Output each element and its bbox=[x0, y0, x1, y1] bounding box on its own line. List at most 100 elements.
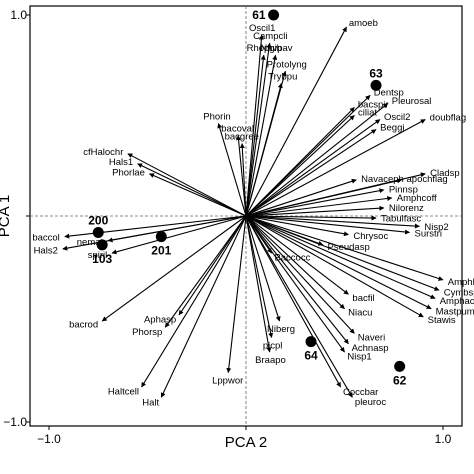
sample-point bbox=[394, 360, 406, 372]
sample-point bbox=[370, 79, 382, 91]
vector-arrow bbox=[245, 54, 278, 217]
vector-arrow bbox=[245, 103, 389, 217]
vector-label: doubflag bbox=[430, 113, 466, 124]
vector-arrow bbox=[245, 215, 377, 221]
vector-label: Achnasp bbox=[352, 343, 389, 354]
vector-arrow bbox=[245, 215, 353, 398]
y-tick-label: 1.0 bbox=[10, 8, 27, 22]
vector-label: Niberg bbox=[267, 324, 295, 335]
vector-arrow bbox=[245, 215, 444, 281]
vector-label: Halt bbox=[142, 397, 159, 408]
sample-point bbox=[92, 226, 104, 238]
vector-arrow bbox=[245, 215, 432, 310]
vector-label: Hals2 bbox=[34, 245, 58, 256]
vector-arrow bbox=[149, 173, 247, 217]
vector-label: ciliat bbox=[358, 108, 377, 119]
x-tick-label: −1.0 bbox=[37, 432, 61, 446]
vector-arrow bbox=[245, 188, 385, 217]
vector-label: bacfil bbox=[352, 293, 374, 304]
vector-label: Aphasp bbox=[144, 315, 176, 326]
vector-arrow bbox=[245, 129, 377, 217]
vector-label: baccol bbox=[32, 233, 59, 244]
x-axis-label: PCA 2 bbox=[225, 434, 268, 451]
vector-label: Pseudasp bbox=[328, 242, 370, 253]
vector-label: Mastpum bbox=[436, 306, 474, 317]
vector-label: Oscil2 bbox=[384, 112, 410, 123]
vector-label: Beggi bbox=[380, 122, 404, 133]
vector-arrow bbox=[245, 119, 426, 217]
vector-arrow bbox=[245, 215, 355, 334]
vector-label: bacoval bbox=[221, 124, 254, 135]
vector-label: bacgree bbox=[225, 132, 259, 143]
sample-label: 63 bbox=[369, 66, 383, 80]
vector-arrow bbox=[245, 215, 349, 345]
vector-label: apochflag bbox=[407, 174, 448, 185]
vector-arrow bbox=[245, 115, 355, 217]
vector-label: Amphhol bbox=[448, 277, 474, 288]
vector-label: Hals1 bbox=[109, 157, 133, 168]
vector-arrow bbox=[111, 215, 247, 255]
sample-label: 61 bbox=[252, 8, 266, 22]
vector-arrow bbox=[107, 215, 247, 243]
vector-arrow bbox=[245, 215, 345, 310]
vector-label: Cymbsp bbox=[444, 287, 474, 298]
y-tick-label: −1.0 bbox=[3, 415, 27, 429]
vector-label: pleuroc bbox=[355, 397, 386, 408]
sample-label: 64 bbox=[304, 349, 318, 363]
x-tick-label: 1.0 bbox=[435, 432, 452, 446]
sample-label: 201 bbox=[151, 244, 171, 258]
vector-label: picpl bbox=[263, 341, 283, 352]
vector-arrow bbox=[245, 215, 349, 237]
sample-point bbox=[155, 231, 167, 243]
vector-arrow bbox=[245, 34, 264, 217]
vector-arrow bbox=[101, 215, 247, 322]
vector-label: Niacu bbox=[348, 308, 372, 319]
vector-label: Naveri bbox=[358, 333, 385, 344]
sample-points: 61 63 200 201 103 64 62 bbox=[88, 8, 406, 387]
vector-arrow bbox=[245, 82, 283, 217]
sample-point bbox=[268, 9, 280, 21]
vector-label: Nilorenz bbox=[389, 203, 424, 214]
vector-arrow bbox=[178, 215, 247, 316]
vector-arrow bbox=[245, 26, 347, 217]
vector-arrow bbox=[245, 215, 411, 235]
vector-label: Braapo bbox=[255, 355, 286, 366]
vector-arrow bbox=[245, 215, 342, 388]
vector-arrow bbox=[245, 205, 385, 217]
vector-arrow bbox=[164, 215, 247, 328]
vector-arrow bbox=[217, 123, 247, 217]
sample-point bbox=[96, 239, 108, 251]
vector-arrow bbox=[226, 215, 247, 374]
vector-label: Phorlae bbox=[112, 167, 145, 178]
sample-label: 62 bbox=[393, 373, 407, 387]
vector-arrow bbox=[245, 119, 381, 217]
loading-vectors: Oscil1CampcliRhopgibNavpavProtolyngTrybp… bbox=[32, 18, 474, 408]
vector-label: Nisp1 bbox=[347, 352, 371, 363]
vector-arrow bbox=[160, 215, 247, 398]
vector-label: Navpav bbox=[260, 43, 292, 54]
vector-arrow bbox=[245, 215, 281, 322]
vector-arrow bbox=[127, 153, 247, 217]
vector-label: Navaceph bbox=[361, 174, 404, 185]
vector-label: Lppwor bbox=[212, 376, 243, 387]
sample-label: 103 bbox=[92, 252, 112, 266]
vector-label: amoeb bbox=[349, 18, 378, 29]
vector-arrow bbox=[245, 215, 436, 299]
vector-label: Amphcoff bbox=[397, 193, 437, 204]
vector-arrow bbox=[245, 215, 345, 353]
vector-label: Haltcell bbox=[108, 387, 139, 398]
vector-label: Campcli bbox=[253, 31, 287, 42]
vector-arrow bbox=[245, 215, 274, 339]
axes-labels: PCA 2 PCA 1 bbox=[0, 195, 267, 451]
vector-label: Chrysoc bbox=[353, 231, 388, 242]
vector-label: bacrod bbox=[69, 320, 98, 331]
vector-arrow bbox=[245, 215, 349, 295]
sample-point bbox=[305, 336, 317, 348]
vector-label: Phorsp bbox=[132, 327, 162, 338]
vector-arrow bbox=[245, 195, 393, 217]
vector-label: Pleurosal bbox=[392, 96, 432, 107]
sample-label: 200 bbox=[88, 213, 108, 227]
vector-arrow bbox=[137, 163, 247, 217]
vector-arrow bbox=[245, 54, 266, 217]
vector-label: Coccbar bbox=[343, 387, 378, 398]
